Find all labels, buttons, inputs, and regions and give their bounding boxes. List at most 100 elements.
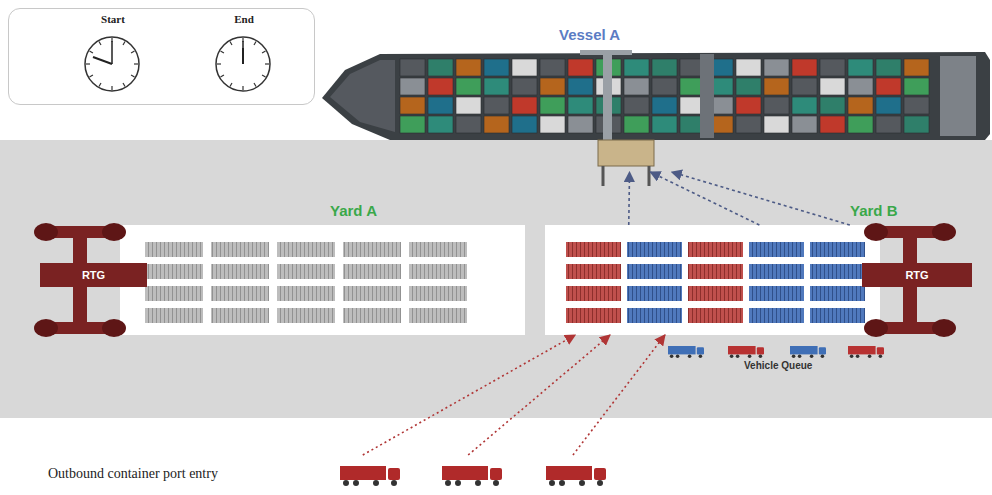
yard-container	[627, 242, 682, 257]
yard-area: Yard B	[545, 225, 880, 335]
ship-container	[484, 78, 509, 95]
ship-container	[512, 97, 537, 114]
yard-container	[211, 308, 269, 323]
port-entry: Outbound container port entry	[10, 455, 630, 493]
yard-container	[749, 286, 804, 301]
truck-wheel	[856, 354, 860, 358]
truck-cab	[697, 347, 704, 354]
ship-container	[820, 116, 845, 133]
yard-container	[277, 264, 335, 279]
end-clock	[216, 37, 270, 91]
clock-hand	[242, 41, 244, 64]
ship-container	[876, 97, 901, 114]
truck-wheel	[792, 354, 796, 358]
clock-tick	[217, 63, 221, 64]
clock-hand	[111, 41, 113, 64]
clock-tick	[242, 86, 243, 90]
truck-wheel	[730, 354, 734, 358]
yard-container	[211, 264, 269, 279]
truck-wheel	[748, 354, 752, 358]
truck-wheel	[445, 480, 451, 486]
area-label: Vehicle Queue	[744, 360, 812, 371]
truck-wheel	[455, 480, 461, 486]
clock-tick	[220, 75, 223, 77]
ship-container	[568, 78, 593, 95]
vessel-containers	[400, 59, 929, 133]
yard-container	[343, 308, 401, 323]
truck-wheel	[699, 354, 703, 358]
clock-tick	[220, 51, 223, 53]
ship-container	[764, 59, 789, 76]
truck-trailer	[790, 346, 818, 354]
crane-boom	[580, 50, 632, 55]
clock-hand	[93, 57, 112, 64]
truck-wheel	[759, 354, 763, 358]
clock-ticks	[86, 38, 269, 90]
clock-tick	[134, 63, 138, 64]
clock-tick	[262, 51, 265, 53]
rtg-wheel	[34, 319, 58, 337]
ship-container	[400, 59, 425, 76]
vessel-superstructure	[700, 54, 714, 138]
truck	[848, 346, 884, 358]
ship-container	[540, 97, 565, 114]
truck-trailer	[442, 466, 488, 480]
yard-container	[688, 308, 743, 323]
start-clock	[85, 37, 139, 91]
node-label: Outbound container port entry	[48, 466, 218, 482]
ship-container	[764, 116, 789, 133]
ship-container	[540, 116, 565, 133]
crane-leg	[602, 166, 605, 186]
ship-container	[820, 97, 845, 114]
ship-container	[764, 78, 789, 95]
yard-container	[145, 286, 203, 301]
ship-container	[652, 97, 677, 114]
yard-container	[409, 264, 467, 279]
yard-container	[277, 286, 335, 301]
rtg-wheel	[864, 223, 888, 241]
clock-tick	[230, 83, 232, 86]
flow-arrow	[650, 172, 759, 225]
ship-container	[456, 78, 481, 95]
truck-trailer	[546, 466, 592, 480]
yard-area: Yard A	[120, 225, 525, 335]
yard-container	[277, 308, 335, 323]
ship-container	[652, 78, 677, 95]
truck-trailer	[848, 346, 876, 354]
ship-container	[400, 116, 425, 133]
ship-container	[904, 97, 929, 114]
ship-container	[848, 78, 873, 95]
clock-tick	[89, 75, 92, 77]
truck-cab	[877, 347, 884, 354]
ship-container	[764, 97, 789, 114]
truck-trailer	[728, 346, 756, 354]
node-label: RTG	[40, 263, 147, 287]
yard-container	[749, 264, 804, 279]
yard-container	[810, 242, 865, 257]
node-label: Yard A	[330, 202, 377, 219]
trucks	[340, 346, 884, 486]
truck	[790, 346, 826, 358]
clock-tick	[99, 83, 101, 86]
ship-container	[652, 59, 677, 76]
ship-container	[904, 78, 929, 95]
yard-container	[145, 264, 203, 279]
ship-container	[820, 59, 845, 76]
ship-container	[736, 59, 761, 76]
rtg-wheel	[932, 319, 956, 337]
crane-cab	[598, 140, 654, 166]
ship-container	[792, 78, 817, 95]
flow-arrow	[672, 172, 850, 225]
ship-container	[792, 59, 817, 76]
ship-container	[904, 116, 929, 133]
clock-tick	[89, 51, 92, 53]
rtg-bar: RTG	[862, 263, 972, 287]
yard-container	[688, 264, 743, 279]
yard-container	[277, 242, 335, 257]
ship-container	[624, 97, 649, 114]
ship-container	[540, 59, 565, 76]
ship-container	[624, 59, 649, 76]
ship-container	[736, 116, 761, 133]
rtg-bar: RTG	[40, 263, 147, 287]
